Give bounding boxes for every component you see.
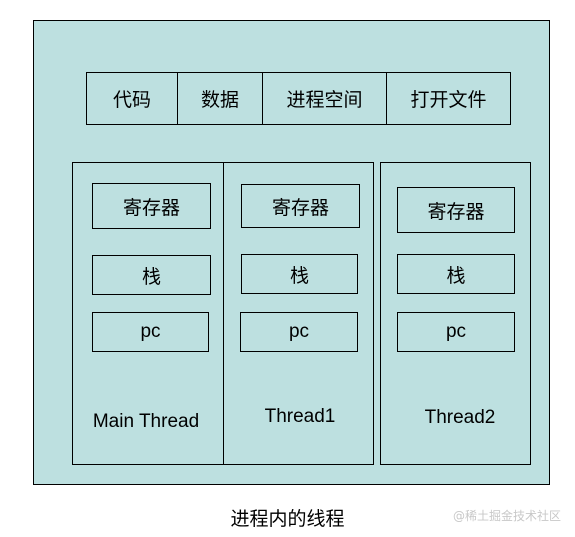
thread1-registers: 寄存器 <box>241 184 360 228</box>
thread1-pc: pc <box>240 312 358 352</box>
thread2-pc: pc <box>397 312 515 352</box>
process-container <box>33 20 550 485</box>
resource-open-files: 打开文件 <box>410 89 487 111</box>
watermark: @稀土掘金技术社区 <box>452 509 561 523</box>
resource-data: 数据 <box>178 73 263 124</box>
thread-divider <box>223 162 224 465</box>
resource-address-space: 进程空间 <box>263 73 387 124</box>
thread2-label: Thread2 <box>424 407 496 428</box>
main-thread-registers: 寄存器 <box>92 183 211 229</box>
main-thread-stack: 栈 <box>92 255 211 295</box>
process-resources-bar: 代码 数据 进程空间 打开文件 <box>86 72 511 125</box>
main-thread-pc: pc <box>92 312 209 352</box>
thread1-label: Thread1 <box>264 406 336 427</box>
thread2-registers: 寄存器 <box>397 187 515 233</box>
diagram-caption: 进程内的线程 <box>230 508 345 530</box>
main-thread-label: Main Thread <box>92 411 200 432</box>
resource-code: 代码 <box>87 73 178 124</box>
thread1-stack: 栈 <box>241 254 358 294</box>
thread2-frame <box>380 162 531 465</box>
thread2-stack: 栈 <box>397 254 515 294</box>
